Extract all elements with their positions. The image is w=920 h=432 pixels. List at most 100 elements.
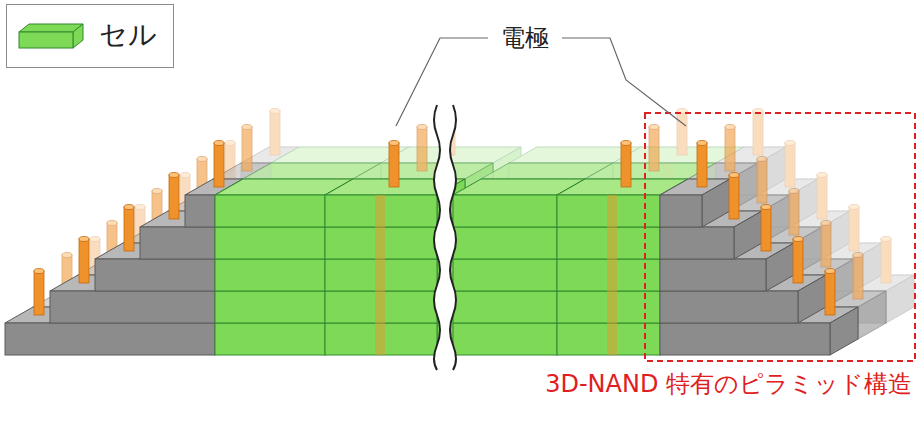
break-line xyxy=(450,105,456,370)
electrode-top xyxy=(197,157,207,162)
electrode xyxy=(825,269,835,316)
electrode-body xyxy=(825,271,835,315)
electrode-body xyxy=(34,271,44,315)
electrode xyxy=(242,125,252,172)
layer-front xyxy=(140,227,215,259)
electrode-top xyxy=(793,237,803,242)
electrode-body xyxy=(821,223,831,267)
electrode-top xyxy=(107,221,117,226)
legend-swatch xyxy=(17,22,87,52)
part-label: 電極 xyxy=(498,22,552,54)
electrode xyxy=(214,141,224,188)
electrode-top xyxy=(389,141,399,146)
electrode xyxy=(697,141,707,188)
electrode-top xyxy=(725,125,735,130)
electrode xyxy=(79,237,89,284)
electrode-top xyxy=(881,237,891,242)
electrode xyxy=(677,109,687,156)
electrode-through-cells xyxy=(375,195,385,355)
electrode-top xyxy=(649,125,659,130)
electrode-body xyxy=(417,127,427,171)
electrode-body xyxy=(124,207,134,251)
layer-front xyxy=(215,291,325,323)
electrode-body xyxy=(729,175,739,219)
electrode xyxy=(853,253,863,300)
swatch-side xyxy=(73,24,83,48)
layer-row xyxy=(5,141,858,356)
electrode xyxy=(753,109,763,156)
electrode-body xyxy=(214,143,224,187)
electrode-top xyxy=(152,189,162,194)
electrode-body xyxy=(853,255,863,299)
electrode-top xyxy=(124,205,134,210)
electrode-through-cells xyxy=(607,195,617,355)
electrode-body xyxy=(697,143,707,187)
electrode-top xyxy=(761,205,771,210)
electrode-top xyxy=(180,173,190,178)
layer-front xyxy=(215,227,325,259)
layer-front xyxy=(660,195,702,227)
electrode-top xyxy=(825,269,835,274)
electrode-top xyxy=(225,141,235,146)
electrode-body xyxy=(793,239,803,283)
electrode-body xyxy=(753,111,763,155)
layer-front xyxy=(95,259,215,291)
layer-front xyxy=(453,259,557,291)
electrode xyxy=(621,141,631,188)
layer-front xyxy=(660,323,830,355)
legend-text: セル xyxy=(99,16,157,54)
layer-front xyxy=(50,291,215,323)
electrode xyxy=(785,141,795,188)
electrode-top xyxy=(417,125,427,130)
break-line xyxy=(434,105,440,370)
layer-front xyxy=(660,227,734,259)
layer-front xyxy=(185,195,215,227)
electrode xyxy=(761,205,771,252)
electrode-top xyxy=(214,141,224,146)
electrode xyxy=(169,173,179,220)
electrode-top xyxy=(135,205,145,210)
electrode xyxy=(881,237,891,284)
electrode xyxy=(849,205,859,252)
electrode-top xyxy=(757,157,767,162)
electrode-top xyxy=(34,269,44,274)
layer-row xyxy=(33,125,886,340)
electrode-body xyxy=(242,127,252,171)
region-caption: 3D-NAND 特有のピラミッド構造 xyxy=(545,368,912,400)
layer-row xyxy=(61,109,914,324)
electrode-body xyxy=(621,143,631,187)
layer-front xyxy=(215,259,325,291)
swatch-top xyxy=(19,24,83,32)
electrode-top xyxy=(621,141,631,146)
electrode-top xyxy=(789,189,799,194)
electrode-top xyxy=(729,173,739,178)
electrode-top xyxy=(79,237,89,242)
electrode xyxy=(789,189,799,236)
electrode-body xyxy=(677,111,687,155)
electrode-top xyxy=(849,205,859,210)
electrode-body xyxy=(270,111,280,155)
electrode-top xyxy=(853,253,863,258)
layer-front xyxy=(453,227,557,259)
electrode xyxy=(124,205,134,252)
electrode-body xyxy=(757,159,767,203)
electrode xyxy=(417,125,427,172)
electrode-body xyxy=(725,127,735,171)
electrode-body xyxy=(789,191,799,235)
electrode-top xyxy=(817,173,827,178)
electrode xyxy=(725,125,735,172)
legend-box: セル xyxy=(6,4,174,68)
electrode-top xyxy=(697,141,707,146)
electrode-top xyxy=(270,109,280,114)
electrode xyxy=(817,173,827,220)
electrode xyxy=(729,173,739,220)
layer-front xyxy=(453,195,557,227)
electrode xyxy=(821,221,831,268)
electrode xyxy=(389,141,399,188)
electrode-body xyxy=(79,239,89,283)
leader-line xyxy=(396,38,488,126)
electrode-body xyxy=(389,143,399,187)
layer-front xyxy=(660,259,766,291)
electrode xyxy=(649,125,659,172)
electrode-top xyxy=(62,253,72,258)
